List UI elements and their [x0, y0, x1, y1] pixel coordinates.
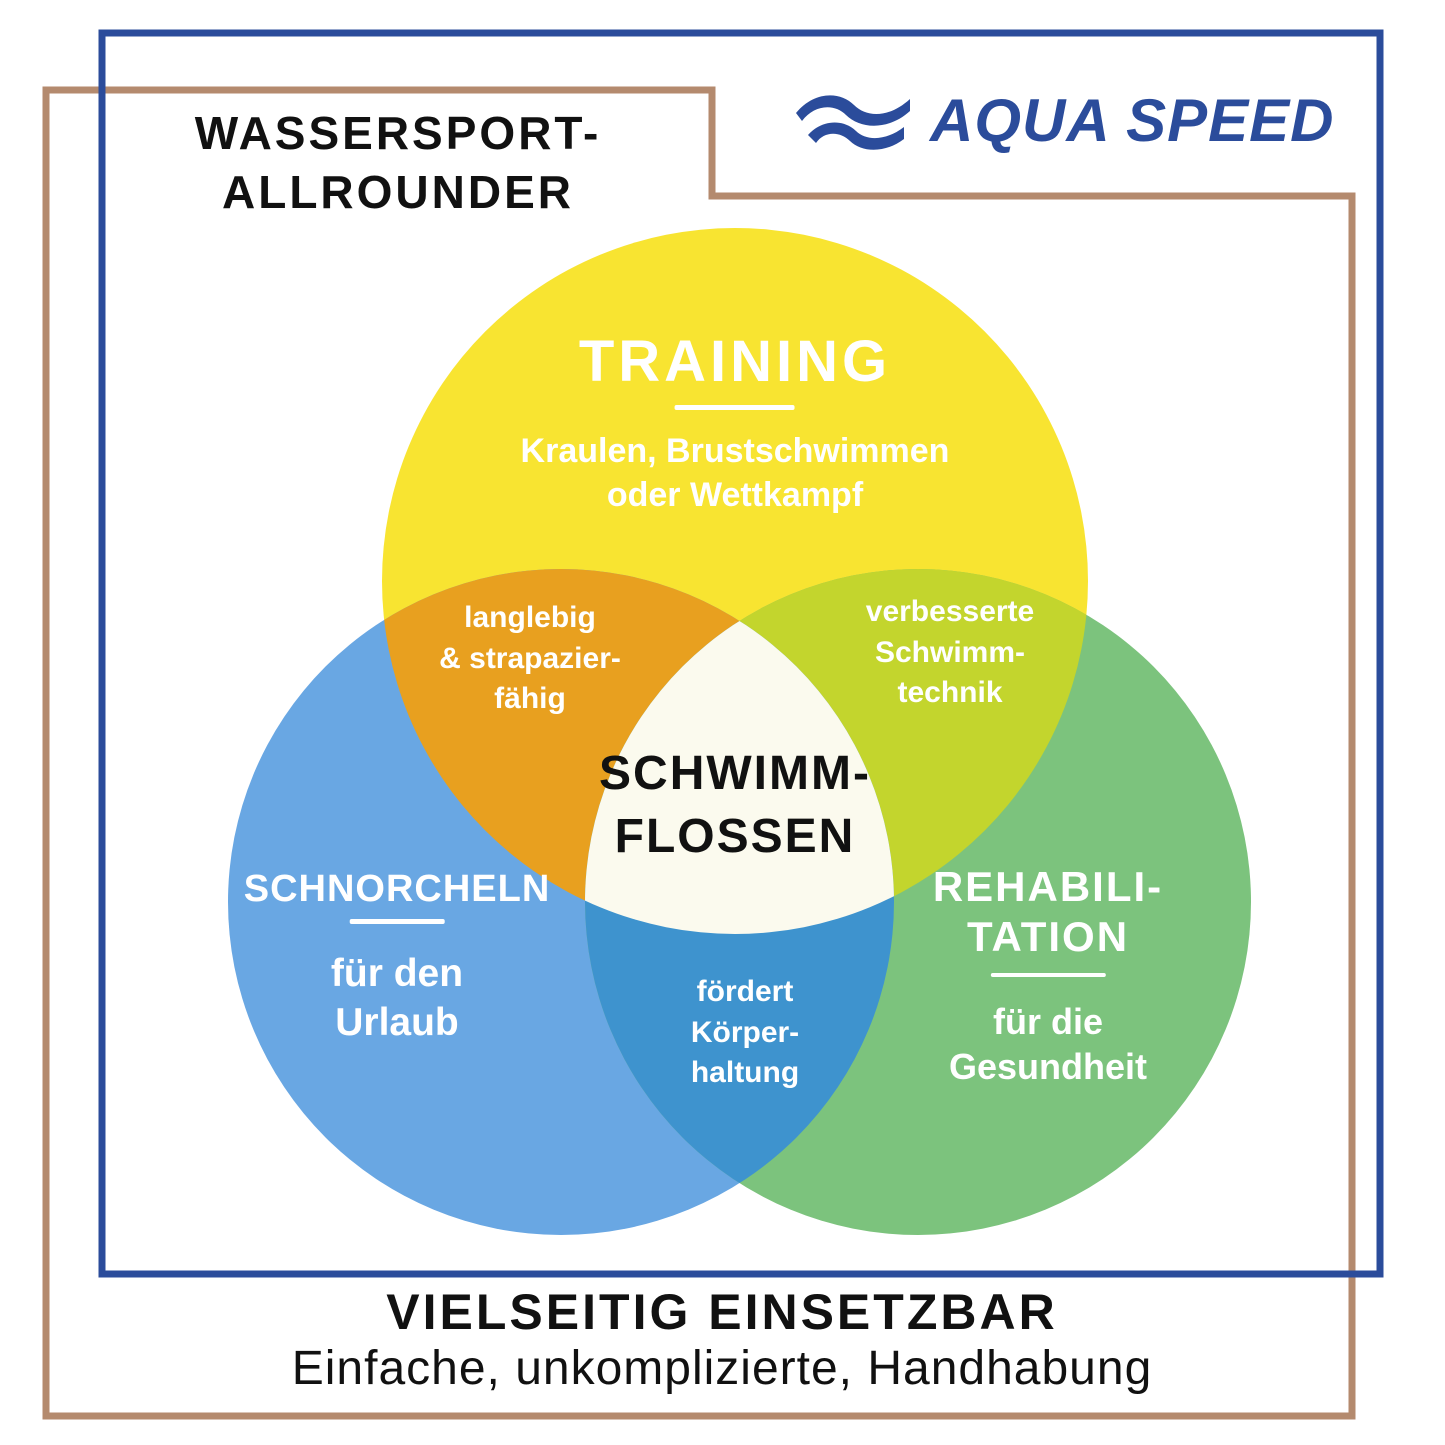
training-desc-line-1: Kraulen, Brustschwimmen: [520, 432, 950, 470]
overlap-label-technique: verbesserte Schwimm- technik: [866, 592, 1034, 714]
center-label-line-1: SCHWIMM-: [599, 747, 871, 800]
overlap-technique-line-1: verbesserte: [865, 595, 1035, 628]
overlap-technique-line-3: technik: [897, 676, 1003, 709]
training-title: TRAINING: [578, 329, 892, 394]
center-intersection: [585, 569, 894, 934]
blue-frame: [98, 29, 1384, 1278]
schnorcheln-section: SCHNORCHELN für den Urlaub: [244, 868, 551, 1048]
brand-name: AQUA SPEED: [930, 87, 1335, 154]
overlap-technique-line-2: Schwimm-: [874, 635, 1026, 669]
schnorcheln-underline: [349, 919, 445, 924]
rehabilitation-underline: [990, 972, 1106, 977]
wave-icon: [796, 94, 910, 150]
brand-logo: AQUA SPEED: [792, 86, 1335, 155]
schnorcheln-title: SCHNORCHELN: [243, 868, 551, 910]
overlap-posture-line-2: Körper-: [690, 1015, 800, 1049]
tagline: WASSERSPORT- ALLROUNDER: [195, 104, 602, 222]
schnorcheln-desc-line-1: für den: [330, 952, 464, 995]
center-label: SCHWIMM- FLOSSEN: [599, 742, 871, 869]
rehabilitation-desc: für die Gesundheit: [933, 999, 1163, 1089]
overlap-label-durability: langlebig & strapazier- fähig: [439, 598, 621, 720]
rehabilitation-title: REHABILI- TATION: [933, 862, 1163, 963]
rehabilitation-desc-line-2: Gesundheit: [948, 1045, 1148, 1087]
tagline-line-1: WASSERSPORT-: [194, 107, 602, 159]
training-desc: Kraulen, Brustschwimmen oder Wettkampf: [521, 430, 950, 517]
schnorcheln-desc-line-2: Urlaub: [335, 1000, 459, 1044]
center-label-line-2: FLOSSEN: [614, 810, 856, 864]
rehabilitation-title-line-2: TATION: [966, 913, 1130, 961]
footer-subtitle: Einfache, unkomplizierte, Handhabung: [291, 1342, 1153, 1395]
rehabilitation-title-line-1: REHABILI-: [932, 863, 1164, 910]
overlap-durability-line-2: & strapazier-: [439, 641, 621, 675]
overlap-durability-line-1: langlebig: [464, 601, 596, 634]
overlap-posture-line-3: haltung: [690, 1056, 800, 1089]
overlap-durability-line-3: fähig: [494, 682, 566, 715]
footer-title: VIELSEITIG EINSETZBAR: [386, 1284, 1058, 1340]
training-section: TRAINING Kraulen, Brustschwimmen oder We…: [521, 328, 950, 517]
rehabilitation-section: REHABILI- TATION für die Gesundheit: [933, 862, 1163, 1089]
training-underline: [674, 405, 795, 410]
overlap-label-posture: fördert Körper- haltung: [691, 972, 799, 1094]
rehabilitation-desc-line-1: für die: [992, 1000, 1104, 1042]
training-desc-line-2: oder Wettkampf: [606, 475, 864, 514]
schnorcheln-desc: für den Urlaub: [244, 950, 551, 1048]
tagline-line-2: ALLROUNDER: [222, 165, 574, 218]
overlap-posture-line-1: fördert: [696, 975, 794, 1008]
tan-frame: [42, 86, 1356, 1420]
